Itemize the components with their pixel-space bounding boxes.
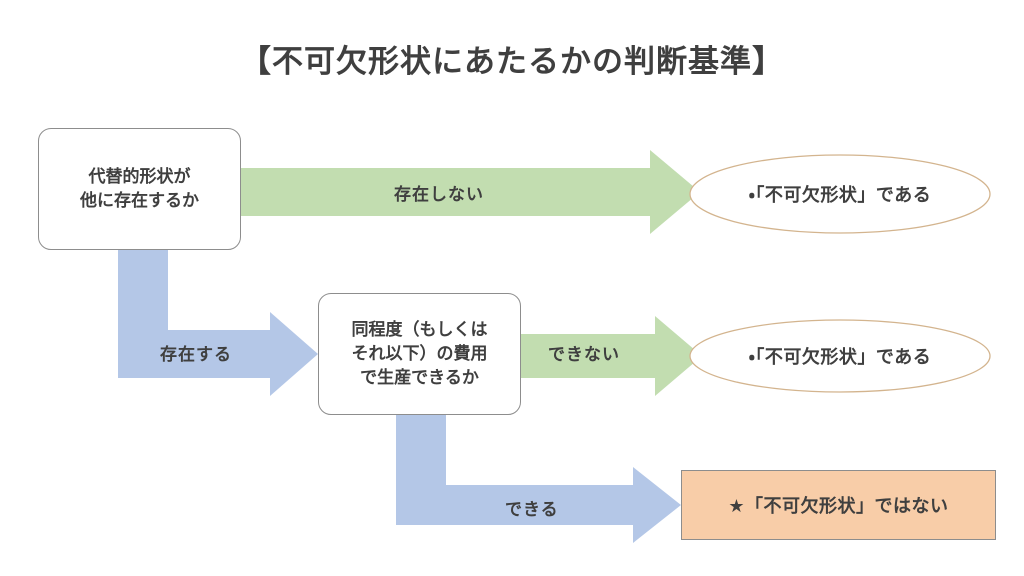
arrow-not-exist xyxy=(241,150,700,234)
decision-node-alternative-shape[interactable]: 代替的形状が 他に存在するか xyxy=(38,128,241,250)
ellipse-outline-mid xyxy=(689,319,991,393)
edge-label-not-exist: 存在しない xyxy=(394,185,484,204)
outcome-node-essential-mid[interactable]: ・「不可欠形状」である xyxy=(690,320,990,392)
outcome-node-not-essential-label: ★「不可欠形状」ではない xyxy=(728,496,949,516)
arrow-exist xyxy=(118,250,318,396)
edge-label-cannot: できない xyxy=(548,345,620,364)
edge-label-exist: 存在する xyxy=(160,345,232,364)
decision-node-production-cost[interactable]: 同程度（もしくは それ以下）の費用 で生産できるか xyxy=(318,293,521,415)
edge-label-can: できる xyxy=(505,500,559,519)
arrow-cannot xyxy=(521,316,702,396)
page-title: 【不可欠形状にあたるかの判断基準】 xyxy=(240,44,784,79)
outcome-node-essential-mid-label: ・「不可欠形状」である xyxy=(748,347,932,367)
outcome-node-essential-top-label: ・「不可欠形状」である xyxy=(748,185,932,205)
decision-node-alternative-shape-label: 代替的形状が 他に存在するか xyxy=(80,166,199,210)
arrow-can xyxy=(396,415,681,543)
outcome-node-essential-top[interactable]: ・「不可欠形状」である xyxy=(690,155,990,233)
ellipse-outline-top xyxy=(689,154,991,234)
outcome-node-not-essential[interactable]: ★「不可欠形状」ではない xyxy=(681,470,996,540)
decision-node-production-cost-label: 同程度（もしくは それ以下）の費用 で生産できるか xyxy=(351,319,488,388)
